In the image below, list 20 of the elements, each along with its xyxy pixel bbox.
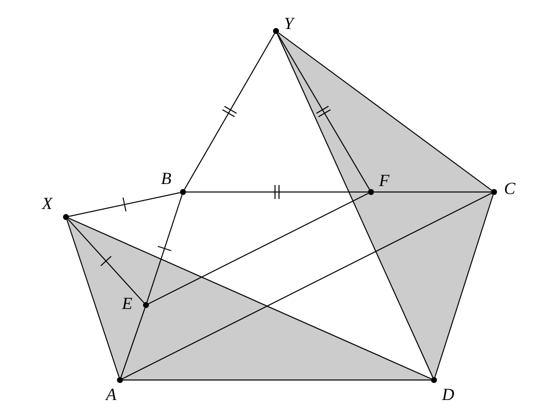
- point-label: D: [442, 386, 454, 403]
- line-segment: [434, 194, 494, 378]
- line-segment: [122, 192, 492, 380]
- line-segment: [66, 219, 120, 378]
- point-label: X: [42, 195, 52, 212]
- point-label: A: [106, 386, 116, 403]
- line-segment: [277, 33, 370, 190]
- point-label: F: [379, 172, 390, 189]
- point-label: B: [161, 170, 172, 187]
- point-label: C: [504, 180, 516, 197]
- line-segment: [68, 192, 181, 217]
- line-segment: [276, 33, 434, 378]
- line-segment: [148, 192, 369, 304]
- line-segment: [146, 194, 183, 303]
- line-segment: [184, 33, 275, 190]
- point-label: Y: [284, 15, 294, 32]
- point-label: E: [122, 295, 132, 312]
- line-segment: [120, 307, 146, 378]
- line-segment: [68, 218, 144, 304]
- line-segment: [278, 32, 492, 191]
